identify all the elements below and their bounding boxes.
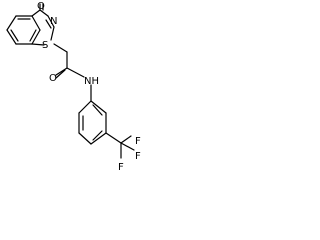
double-bond-inner (45, 19, 52, 29)
double-bond-inner (92, 130, 103, 141)
bond (31, 43, 45, 46)
atom-label-amide-nh: NH (84, 76, 99, 87)
bond (50, 26, 55, 41)
bond (78, 100, 92, 114)
phenyl-ring (78, 100, 107, 145)
thiazinone-ring (31, 3, 55, 46)
acetamide-chain (53, 43, 92, 102)
bond (66, 67, 85, 78)
bond (31, 29, 41, 45)
bond (31, 9, 41, 17)
bond (39, 9, 49, 17)
bond (55, 67, 68, 76)
atom-label-fluorine: F (135, 151, 141, 162)
bond (90, 132, 107, 145)
bond (120, 142, 135, 151)
bond (6, 15, 17, 31)
bond (31, 15, 41, 31)
benzo-ring (6, 15, 41, 45)
bond (78, 132, 92, 145)
chemical-structure-diagram: O N S O NH F F F (6, 1, 141, 173)
double-bond-inner (92, 104, 103, 116)
atom-label-ring-sulfur: S (42, 40, 48, 51)
bond (105, 132, 122, 144)
bond (90, 100, 107, 114)
carbonyl-bond (55, 69, 66, 79)
atom-label-amide-oxygen: O (49, 73, 57, 84)
trifluoromethyl-group (105, 132, 135, 159)
double-bond-inner (29, 29, 37, 42)
double-bond-inner (10, 29, 19, 42)
atom-label-ring-oxygen: O (37, 1, 45, 12)
bond (6, 29, 17, 45)
atom-label-fluorine: F (135, 136, 141, 147)
bond (47, 15, 55, 28)
bond (120, 135, 132, 144)
atom-label-ring-nitrogen: N (50, 16, 57, 27)
atom-label-fluorine: F (118, 162, 124, 173)
bond (53, 43, 68, 53)
